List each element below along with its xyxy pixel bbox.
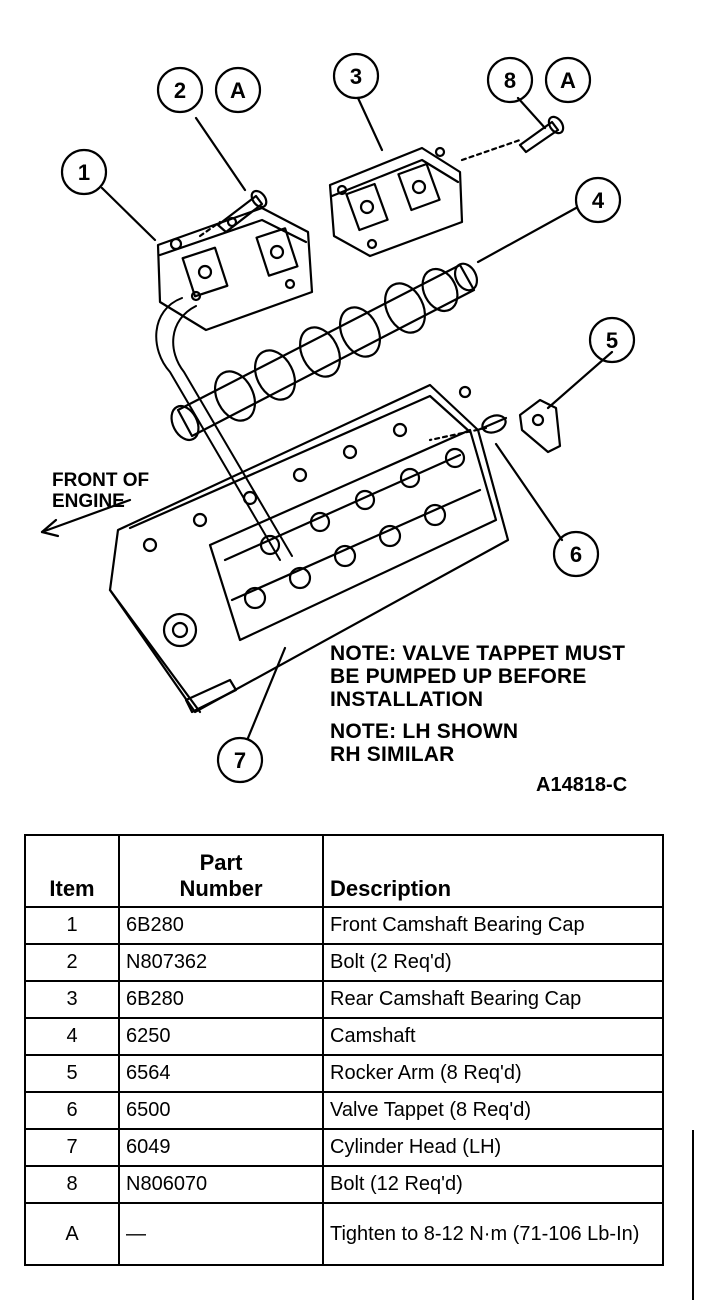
cell-desc: Cylinder Head (LH) xyxy=(322,1128,664,1167)
callout-6-label: 6 xyxy=(570,542,582,567)
header-part-number: Part Number xyxy=(118,834,324,908)
rocker-arm xyxy=(518,398,562,454)
front-of-engine-arrow xyxy=(40,498,132,538)
callout-circle-8 xyxy=(486,56,534,104)
cell-part: 6250 xyxy=(118,1017,324,1056)
cell-desc: Valve Tappet (8 Req'd) xyxy=(322,1091,664,1130)
header-description: Description xyxy=(322,834,664,908)
cell-desc: Bolt (2 Req'd) xyxy=(322,943,664,982)
cell-item: 7 xyxy=(24,1128,120,1167)
cell-part: 6B280 xyxy=(118,906,324,945)
cell-item: 1 xyxy=(24,906,120,945)
callout-circle-a-right xyxy=(544,56,592,104)
cell-part: 6B280 xyxy=(118,980,324,1019)
cell-part: 6049 xyxy=(118,1128,324,1167)
cell-part: 6500 xyxy=(118,1091,324,1130)
callout-1-label: 1 xyxy=(78,160,90,185)
table-header-row: Item Part Number Description xyxy=(24,834,664,908)
callout-circle-a-left xyxy=(214,66,262,114)
callout-a-left-label: A xyxy=(230,78,246,103)
callout-circle-2 xyxy=(156,66,204,114)
cell-desc: Front Camshaft Bearing Cap xyxy=(322,906,664,945)
front-of-engine-label: FRONT OF ENGINE xyxy=(52,470,150,512)
cell-part: N807362 xyxy=(118,943,324,982)
cylinder-head xyxy=(108,383,510,714)
cell-part: — xyxy=(118,1202,324,1266)
callout-circle-1 xyxy=(60,148,108,196)
callout-a-right-label: A xyxy=(560,68,576,93)
valve-tappet xyxy=(476,414,508,434)
note-valve-tappet: NOTE: VALVE TAPPET MUST BE PUMPED UP BEF… xyxy=(330,642,626,711)
header-item: Item xyxy=(24,834,120,908)
callout-7-label: 7 xyxy=(234,748,246,773)
cell-desc: Bolt (12 Req'd) xyxy=(322,1165,664,1204)
cell-desc: Camshaft xyxy=(322,1017,664,1056)
cell-desc: Rear Camshaft Bearing Cap xyxy=(322,980,664,1019)
table-row: A—Tighten to 8-12 N·m (71-106 Lb-In) xyxy=(24,1202,664,1266)
scan-edge-line xyxy=(692,1130,694,1300)
cell-part: 6564 xyxy=(118,1054,324,1093)
callout-circle-3 xyxy=(332,52,380,100)
cell-part: N806070 xyxy=(118,1165,324,1204)
cell-item: A xyxy=(24,1202,120,1266)
cell-item: 3 xyxy=(24,980,120,1019)
callout-circle-4 xyxy=(574,176,622,224)
callout-3-label: 3 xyxy=(350,64,362,89)
cell-desc: Rocker Arm (8 Req'd) xyxy=(322,1054,664,1093)
callout-circle-7 xyxy=(216,736,264,784)
bolt-item-8 xyxy=(518,115,565,154)
callout-2-label: 2 xyxy=(174,78,186,103)
cell-item: 5 xyxy=(24,1054,120,1093)
camshaft xyxy=(170,262,479,442)
cell-desc: Tighten to 8-12 N·m (71-106 Lb-In) xyxy=(322,1202,664,1266)
callout-5-label: 5 xyxy=(606,328,618,353)
callout-4-label: 4 xyxy=(592,188,605,213)
cell-item: 4 xyxy=(24,1017,120,1056)
bolt-item-2 xyxy=(216,189,268,234)
callout-circle-5 xyxy=(588,316,636,364)
exploded-view-diagram: 1 2 A 3 8 A 4 5 6 7 xyxy=(40,52,636,784)
rear-camshaft-bearing-cap xyxy=(328,146,464,258)
callout-circle-6 xyxy=(552,530,600,578)
figure-id: A14818-C xyxy=(536,774,628,796)
cell-item: 6 xyxy=(24,1091,120,1130)
cell-item: 2 xyxy=(24,943,120,982)
note-lh-shown: NOTE: LH SHOWN RH SIMILAR xyxy=(330,720,519,766)
cell-item: 8 xyxy=(24,1165,120,1204)
callout-8-label: 8 xyxy=(504,68,516,93)
